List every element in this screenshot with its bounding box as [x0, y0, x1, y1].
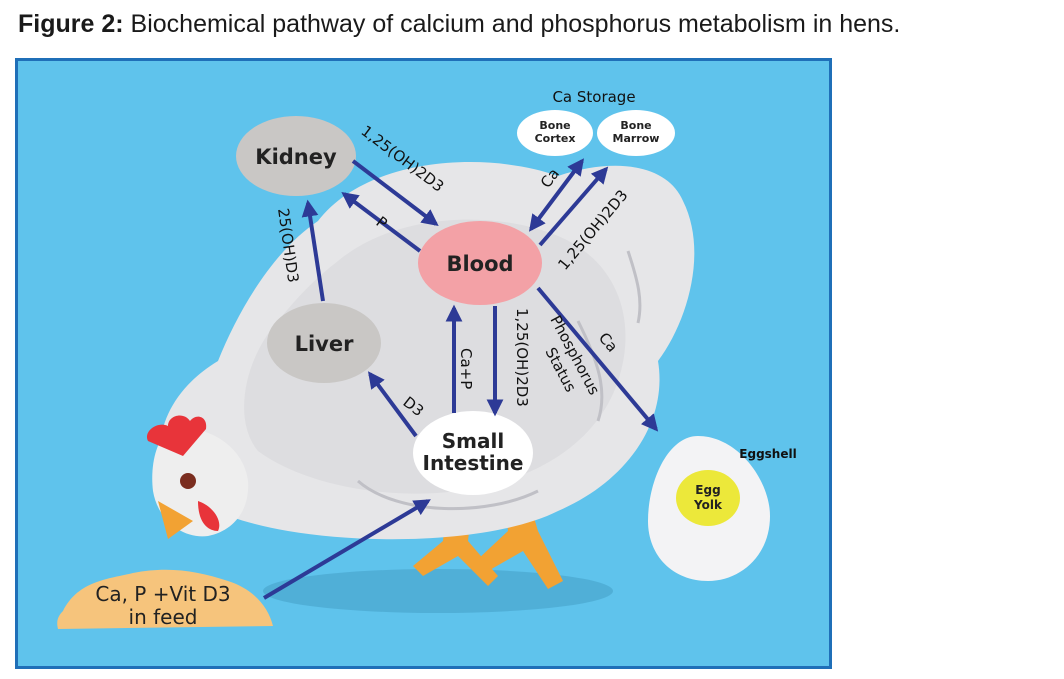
hen-shadow — [263, 569, 613, 613]
liver-label: Liver — [295, 332, 355, 356]
liver-node — [267, 303, 381, 383]
blood-label: Blood — [446, 252, 513, 276]
bone-marrow-node — [597, 110, 675, 156]
figure-caption: Biochemical pathway of calcium and phosp… — [130, 10, 901, 38]
small-intestine-label-line1: Small — [442, 429, 504, 453]
blood-node — [418, 221, 542, 305]
hen-beak — [158, 501, 193, 539]
arrow-blood-to-egg — [536, 286, 659, 432]
bone-cortex-label-line1: Bone — [539, 119, 570, 132]
bone-cortex-node — [517, 110, 593, 156]
label-intestine-to-blood: Ca+P — [457, 348, 475, 389]
small-intestine-label-line2: Intestine — [423, 451, 524, 475]
ca-storage-title: Ca Storage — [552, 88, 635, 106]
egg-yolk-label-line1: Egg — [695, 483, 720, 497]
hen-body — [160, 162, 695, 540]
bone-marrow-label-line2: Marrow — [613, 132, 660, 145]
hen-eye — [180, 473, 196, 489]
diagram-panel: Egg Yolk Eggshell Ca, P +Vit D3 in feed … — [15, 58, 832, 669]
arrow-feed-to-intestine — [262, 499, 431, 600]
hen-head — [147, 415, 249, 539]
egg-yolk-label-line2: Yolk — [693, 498, 723, 512]
arrow-liver-to-kidney — [301, 199, 325, 302]
bone-cortex-label-line2: Cortex — [535, 132, 576, 145]
arrow-blood-to-bone-marrow — [538, 166, 609, 247]
egg-yolk — [676, 470, 740, 526]
kidney-node — [236, 116, 356, 196]
eggshell-label: Eggshell — [739, 447, 796, 461]
feed-pile: Ca, P +Vit D3 in feed — [57, 569, 273, 629]
pathway-diagram: Egg Yolk Eggshell Ca, P +Vit D3 in feed … — [57, 88, 797, 629]
egg: Egg Yolk — [648, 436, 770, 581]
figure-title: Figure 2: Biochemical pathway of calcium… — [18, 10, 900, 39]
small-intestine-node — [413, 411, 533, 495]
arrow-blood-to-kidney — [341, 191, 422, 253]
kidney-label: Kidney — [255, 145, 337, 169]
arrow-kidney-to-blood — [351, 159, 439, 227]
label-blood-to-intestine: 1,25(OH)2D3 — [513, 308, 531, 407]
bone-marrow-label-line1: Bone — [620, 119, 651, 132]
arrow-intestine-to-liver — [367, 371, 418, 438]
feed-label-line2: in feed — [129, 605, 198, 629]
hen-legs — [413, 481, 563, 589]
feed-label-line1: Ca, P +Vit D3 — [95, 582, 230, 606]
arrow-blood-storage-ca — [528, 158, 585, 232]
figure-label: Figure 2: — [18, 10, 124, 38]
